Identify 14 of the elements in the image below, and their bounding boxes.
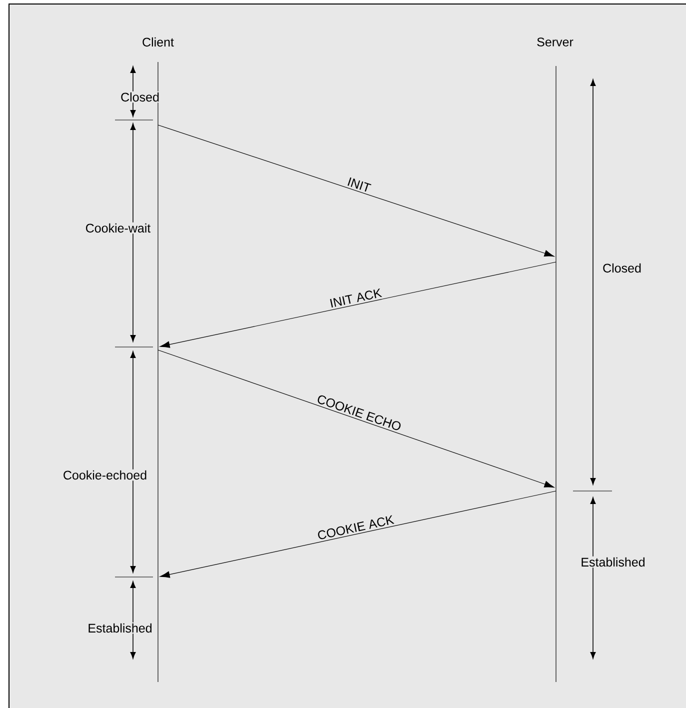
message-arrow — [158, 124, 554, 257]
state-label: Cookie-echoed — [62, 469, 148, 481]
state-label: Closed — [602, 262, 642, 274]
state-label: Established — [580, 556, 646, 568]
state-label: Closed — [120, 91, 160, 103]
message-arrow — [158, 350, 554, 488]
edge-label: INIT ACK — [330, 288, 382, 308]
message-arrow — [160, 262, 556, 348]
state-label: Established — [86, 622, 154, 634]
lifeline-header: Server — [537, 38, 574, 46]
edge-label: INIT — [348, 177, 372, 192]
message-arrow — [160, 490, 556, 578]
edge-label: COOKIE ACK — [318, 515, 394, 540]
lifeline-header: Client — [142, 37, 174, 47]
